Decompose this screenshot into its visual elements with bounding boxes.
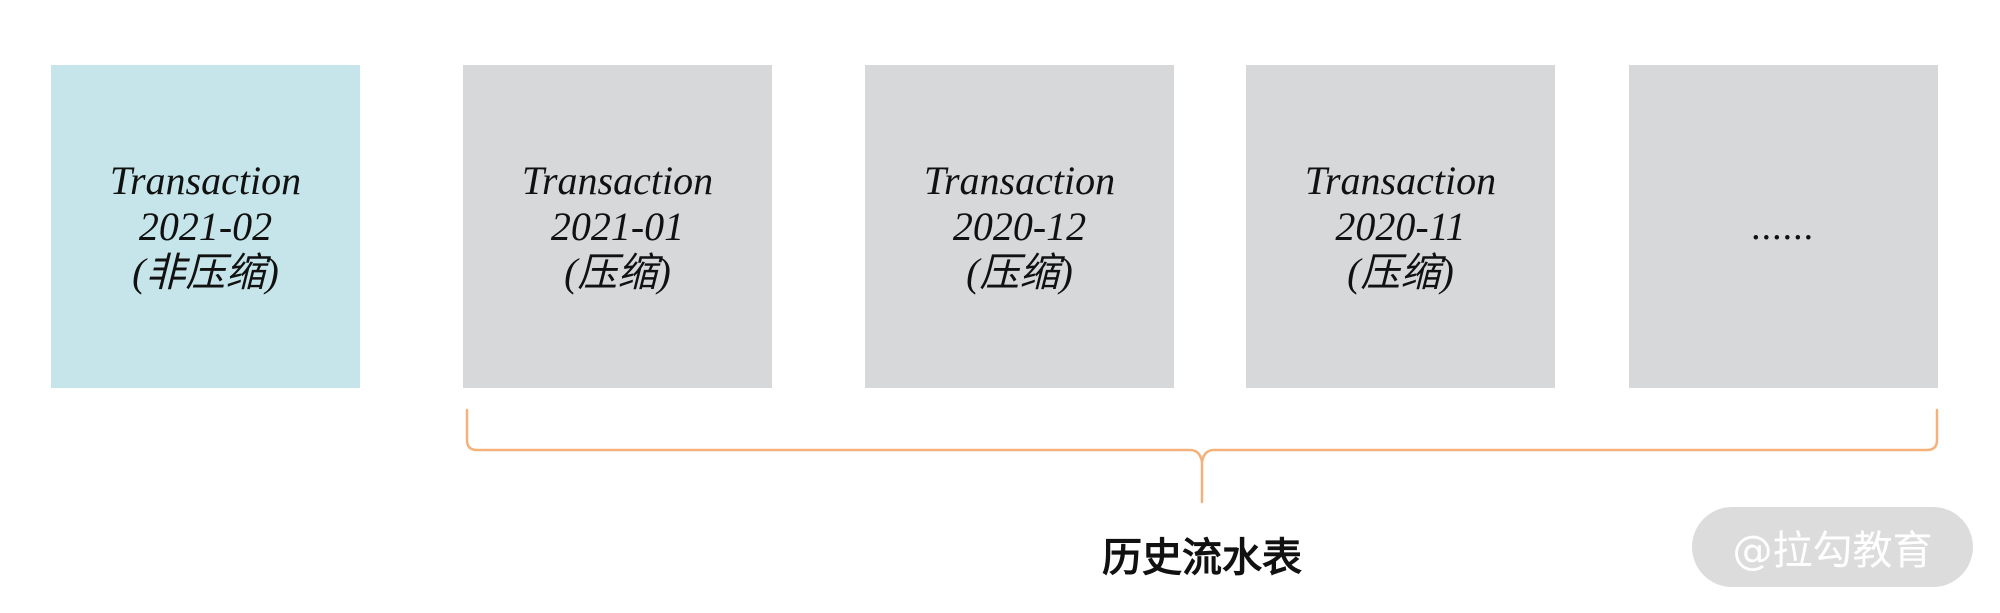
partition-period: 2021-01: [550, 203, 685, 249]
partition-status: (压缩): [966, 249, 1073, 295]
partition-period: 2020-12: [952, 203, 1087, 249]
partition-period: 2021-02: [138, 203, 273, 249]
ellipsis-text: ......: [1752, 205, 1815, 248]
history-partition-box: Transaction 2021-01 (压缩): [463, 65, 772, 388]
partition-title: Transaction: [1304, 157, 1497, 203]
history-table-label: 历史流水表: [1102, 534, 1302, 581]
partition-period: 2020-11: [1335, 203, 1466, 249]
partition-status: (压缩): [1347, 249, 1454, 295]
current-partition-box: Transaction 2021-02 (非压缩): [51, 65, 360, 388]
more-partitions-box: ......: [1629, 65, 1938, 388]
partition-title: Transaction: [923, 157, 1116, 203]
partition-status: (压缩): [564, 249, 671, 295]
partition-title: Transaction: [521, 157, 714, 203]
partition-title: Transaction: [109, 157, 302, 203]
partition-status: (非压缩): [132, 249, 279, 295]
watermark-text: @拉勾教育: [1732, 528, 1933, 574]
watermark-badge: @拉勾教育: [1692, 507, 1973, 587]
history-partition-box: Transaction 2020-12 (压缩): [865, 65, 1174, 388]
history-partition-box: Transaction 2020-11 (压缩): [1246, 65, 1555, 388]
